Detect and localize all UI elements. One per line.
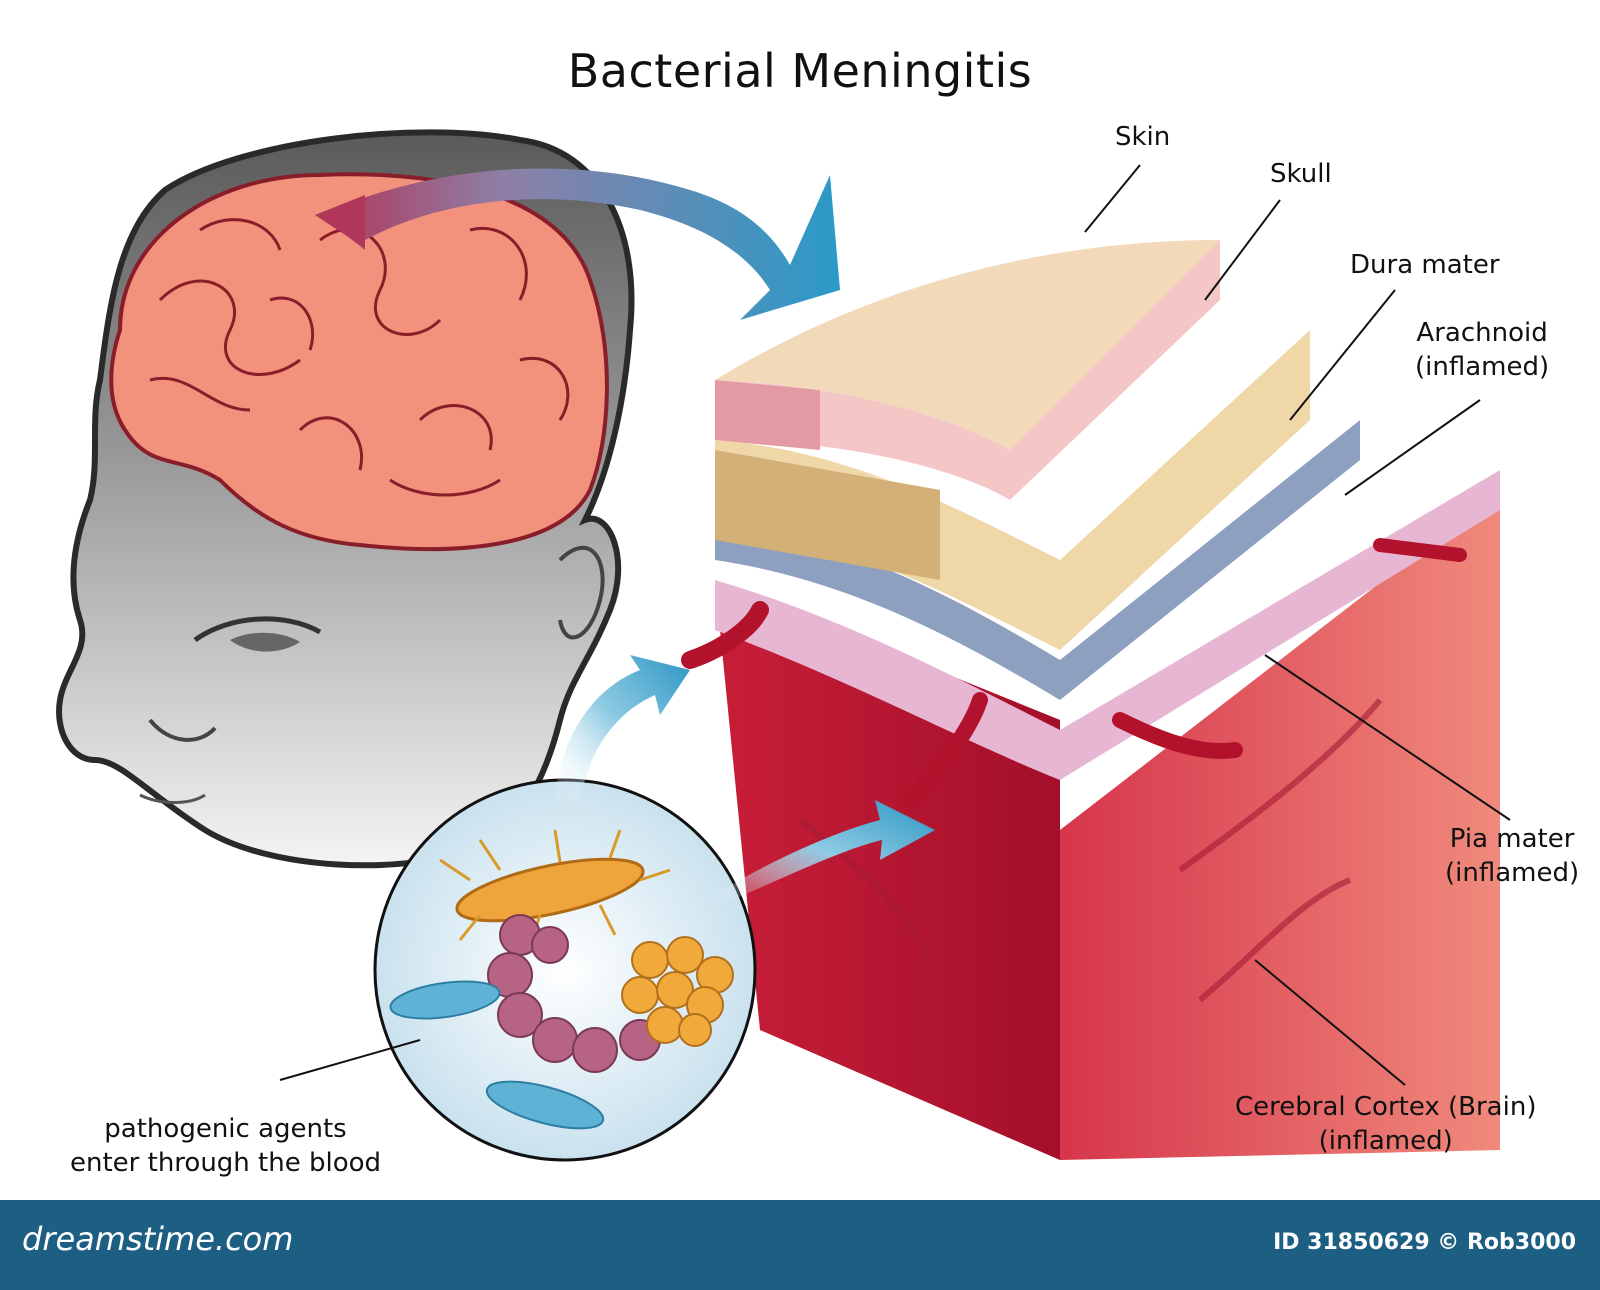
label-skull: Skull <box>1270 157 1332 191</box>
label-cerebral-cortex: Cerebral Cortex (Brain) (inflamed) <box>1235 1090 1536 1158</box>
label-pia-mater: Pia mater (inflamed) <box>1445 822 1579 890</box>
label-pia-mater-line1: Pia mater <box>1449 824 1575 854</box>
label-arachnoid: Arachnoid (inflamed) <box>1415 316 1549 384</box>
blood-arrow-lower <box>715 800 935 905</box>
label-skin: Skin <box>1115 120 1170 154</box>
label-pathogens-line2: enter through the blood <box>70 1148 382 1178</box>
footer-image-id: ID 31850629 © Rob3000 <box>1273 1230 1576 1255</box>
footer-bar: dreamstime.com ID 31850629 © Rob3000 <box>0 1200 1600 1290</box>
label-arachnoid-line1: Arachnoid <box>1416 318 1548 348</box>
diagram-title: Bacterial Meningitis <box>567 44 1033 98</box>
bacteria-magnifier <box>373 778 757 1162</box>
label-skin-text: Skin <box>1115 122 1171 152</box>
arrow-tail <box>315 195 365 248</box>
leader-lines <box>279 164 1511 1086</box>
label-cerebral-cortex-line2: (inflamed) <box>1318 1126 1453 1156</box>
label-dura-mater-text: Dura mater <box>1350 250 1500 280</box>
label-dura-mater: Dura mater <box>1350 248 1500 282</box>
tissue-block <box>681 240 1500 1160</box>
head-to-tissue-arrow <box>320 168 840 320</box>
blood-arrow-upper <box>555 655 690 805</box>
label-pathogens: pathogenic agents enter through the bloo… <box>70 1112 381 1180</box>
brain <box>109 172 609 552</box>
label-skull-text: Skull <box>1270 159 1332 189</box>
footer-site[interactable]: dreamstime.com <box>22 1220 294 1258</box>
label-pia-mater-line2: (inflamed) <box>1445 858 1580 888</box>
label-arachnoid-line2: (inflamed) <box>1415 352 1550 382</box>
label-pathogens-line1: pathogenic agents <box>104 1114 347 1144</box>
label-cerebral-cortex-line1: Cerebral Cortex (Brain) <box>1235 1092 1537 1122</box>
